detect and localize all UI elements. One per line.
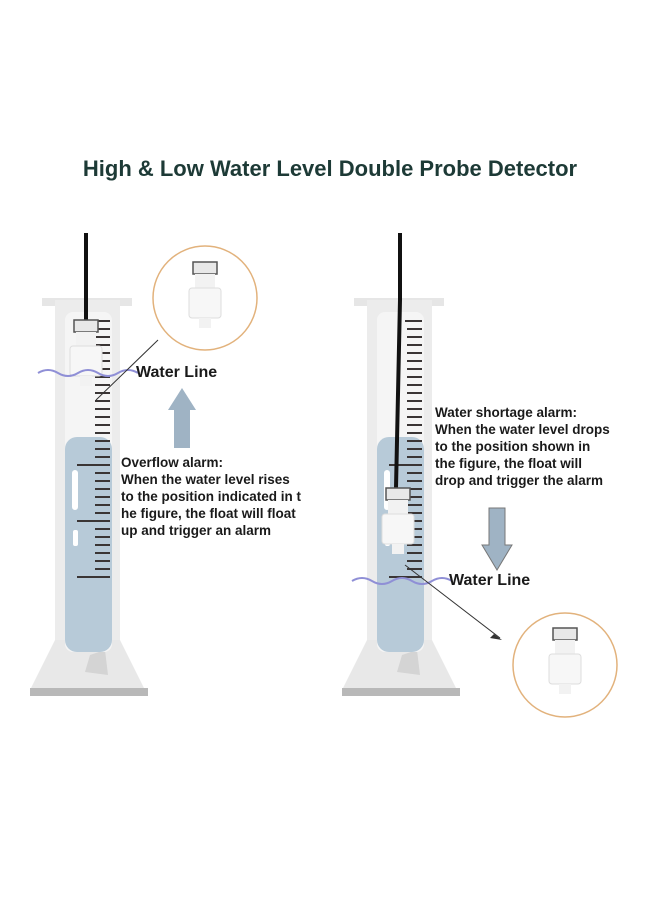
down-arrow-icon [481,507,513,571]
left-wave-icon [37,369,139,377]
overflow-alarm-heading: Overflow alarm: [121,455,224,470]
right-water-line-label: Water Line [449,572,531,589]
left-water-line-label: Water Line [136,364,218,381]
left-cylinder [30,233,159,696]
shortage-alarm-description: When the water level drops to the positi… [435,422,610,488]
up-arrow-icon [168,388,196,448]
left-pointer-line [95,339,159,401]
page-title: High & Low Water Level Double Probe Dete… [82,156,578,181]
right-wave-icon [351,577,453,585]
right-cable [394,233,402,489]
right-float-magnifier [512,612,618,718]
right-pointer-line [404,564,501,639]
shortage-alarm-heading: Water shortage alarm: [435,405,578,420]
left-float-magnifier [152,245,258,351]
overflow-alarm-description: When the water level rises to the positi… [121,472,301,538]
